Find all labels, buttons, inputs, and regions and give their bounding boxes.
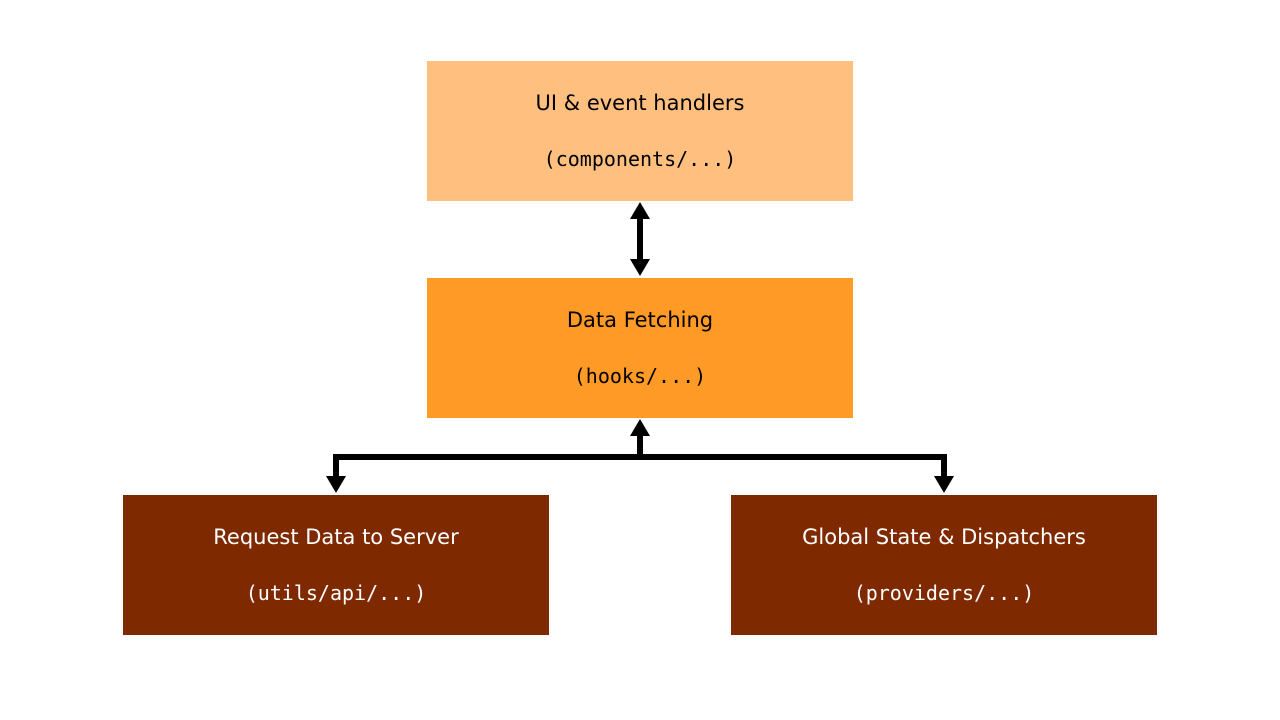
request-data-to-server-box: Request Data to Server (utils/api/...) [123,495,549,635]
ui-fetch-arrow-head-down [630,259,650,276]
utils-api-path-label: (utils/api/...) [245,581,427,605]
global-state-dispatchers-box: Global State & Dispatchers (providers/..… [731,495,1157,635]
data-fetching-box: Data Fetching (hooks/...) [427,278,853,418]
global-state-title: Global State & Dispatchers [802,525,1086,549]
components-path-label: (components/...) [543,147,737,171]
fetch-branch-connector [326,419,954,493]
fetch-arrow-head-up [630,419,650,436]
global-arrow-head-down [934,476,954,493]
hooks-path-label: (hooks/...) [573,364,707,388]
ui-fetch-arrow-head-up [630,202,650,219]
request-data-title: Request Data to Server [213,525,459,549]
ui-event-handlers-title: UI & event handlers [535,91,745,115]
providers-path-label: (providers/...) [853,581,1035,605]
ui-fetch-double-arrow [630,202,650,276]
request-arrow-head-down [326,476,346,493]
data-fetching-title: Data Fetching [566,308,714,332]
ui-event-handlers-box: UI & event handlers (components/...) [427,61,853,201]
